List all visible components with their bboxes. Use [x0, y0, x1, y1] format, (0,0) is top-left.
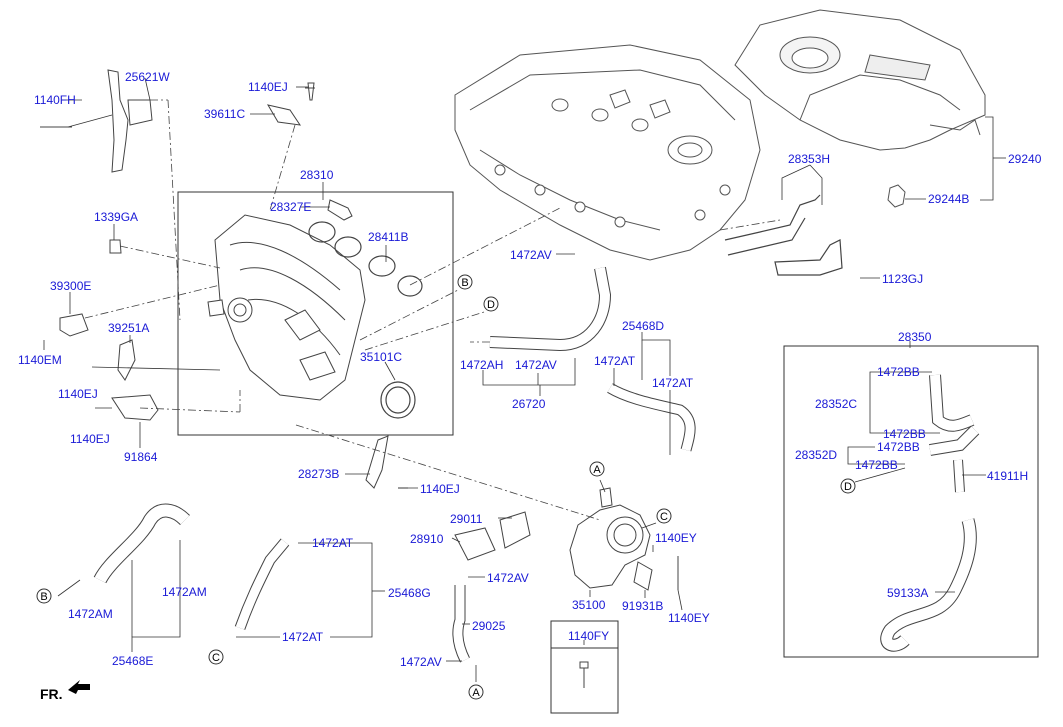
part-label-p91864: 91864 [124, 450, 158, 464]
callout-letter-cA2: A [472, 687, 480, 699]
part-label-p28327E: 28327E [270, 200, 312, 214]
part-label-p1472BB_b: 1472BB [883, 427, 926, 441]
part-label-p91931B: 91931B [622, 599, 664, 613]
throttle-body-drawing [454, 487, 679, 688]
callout-letter-cB1: B [461, 277, 468, 289]
callout-circle-cC2 [208, 649, 224, 665]
part-label-p1472AM_a: 1472AM [162, 585, 207, 599]
part-label-p28273B: 28273B [298, 467, 340, 481]
part-label-p29244B: 29244B [928, 192, 970, 206]
part-label-p41911H: 41911H [987, 469, 1029, 483]
callout-circle-cD2 [840, 478, 856, 494]
intake-manifold-frame [177, 191, 454, 436]
part-label-p25468D: 25468D [622, 319, 665, 333]
hose-assembly-frame [783, 345, 1039, 658]
callout-circle-cB2 [36, 588, 52, 604]
part-label-p39300E: 39300E [50, 279, 92, 293]
callout-letter-cC2: C [212, 652, 220, 664]
manifold-gaskets [308, 221, 423, 419]
part-label-p28352D: 28352D [795, 448, 838, 462]
part-label-p1339GA: 1339GA [94, 210, 139, 224]
bolt-detail-frame [550, 620, 619, 714]
dash-dot-lines [84, 99, 781, 521]
callout-letter-cA1: A [593, 464, 601, 476]
part-label-p1472BB_a: 1472BB [877, 365, 920, 379]
part-label-p1140EJ_b: 1140EJ [58, 387, 98, 401]
callout-letter-cD1: D [487, 299, 495, 311]
part-label-p29025: 29025 [472, 619, 506, 633]
part-label-p1472BB_c: 1472BB [877, 440, 920, 454]
part-label-p35100: 35100 [572, 598, 606, 612]
part-label-p1140EJ_d: 1140EJ [420, 482, 460, 496]
part-label-p1140EM: 1140EM [18, 353, 62, 367]
part-label-p28352C: 28352C [815, 397, 858, 411]
part-label-p26720: 26720 [512, 397, 546, 411]
small-parts-drawing [40, 69, 408, 489]
part-label-p28411B: 28411B [368, 230, 409, 244]
callout-letter-cD2: D [844, 481, 852, 493]
leader-lines [43, 77, 1006, 682]
part-label-p1472AV_b: 1472AV [515, 358, 557, 372]
part-label-p28310: 28310 [300, 168, 334, 182]
part-label-p1472BB_d: 1472BB [855, 458, 898, 472]
callout-circle-cC1 [656, 508, 672, 524]
part-label-p25468G: 25468G [388, 586, 431, 600]
callout-circle-cB1 [457, 274, 473, 290]
part-label-p29240: 29240 [1008, 152, 1042, 166]
hoses-drawing [93, 266, 980, 663]
bracket-28353H-drawing [724, 194, 843, 276]
callout-circle-cA2 [468, 684, 484, 700]
part-label-p1472AV_d: 1472AV [400, 655, 442, 669]
part-label-p25468E: 25468E [112, 654, 154, 668]
part-label-p1123GJ: 1123GJ [882, 272, 924, 286]
front-direction-label: FR. [40, 686, 63, 702]
callout-circle-cD1 [483, 296, 499, 312]
part-label-p25621W: 25621W [125, 70, 170, 84]
part-label-p1472AT_b: 1472AT [652, 376, 694, 390]
part-label-p1140EJ_a: 1140EJ [248, 80, 288, 94]
part-label-p39251A: 39251A [108, 321, 150, 335]
part-label-p28910: 28910 [410, 532, 444, 546]
callout-circle-cA1 [589, 461, 605, 477]
part-label-p1472AV_c: 1472AV [487, 571, 529, 585]
part-label-p39611C: 39611C [204, 107, 246, 121]
callout-letter-cC1: C [660, 511, 668, 523]
part-label-p1472AT_c: 1472AT [312, 536, 354, 550]
part-label-p1140EY_a: 1140EY [655, 531, 697, 545]
part-label-p28353H: 28353H [788, 152, 831, 166]
part-label-p1140FY: 1140FY [568, 629, 610, 643]
cylinder-head-drawing [454, 44, 761, 261]
part-label-p28350: 28350 [898, 330, 932, 344]
intake-manifold-drawing [207, 214, 366, 401]
part-label-p1140FH: 1140FH [34, 93, 76, 107]
part-label-p1472AT_a: 1472AT [594, 354, 636, 368]
part-label-p1472AH: 1472AH [460, 358, 504, 372]
callout-markers: B D A C D B C A [36, 274, 856, 700]
part-label-p1472AM_b: 1472AM [68, 607, 113, 621]
part-label-p1140EJ_c: 1140EJ [70, 432, 110, 446]
engine-cover-drawing [734, 9, 986, 208]
part-label-p1140EY_b: 1140EY [668, 611, 710, 625]
part-label-p1472AV_a: 1472AV [510, 248, 552, 262]
callout-letter-cB2: B [40, 591, 47, 603]
front-arrow-icon [68, 680, 90, 694]
part-label-p35101C: 35101C [360, 350, 403, 364]
part-label-p59133A: 59133A [887, 586, 929, 600]
part-label-p29011: 29011 [450, 512, 483, 526]
part-label-p1472AT_d: 1472AT [282, 630, 324, 644]
